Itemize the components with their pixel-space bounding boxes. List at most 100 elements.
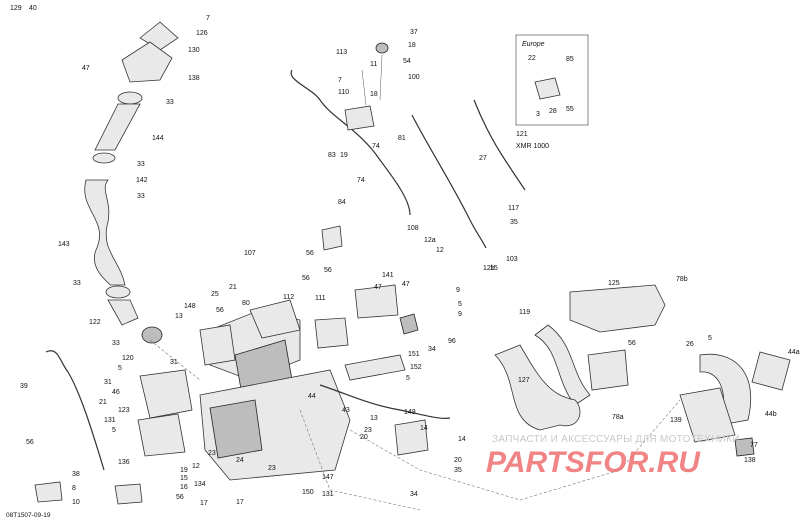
callout-label: 143 — [58, 241, 70, 248]
callout-label: 148 — [184, 303, 196, 310]
cable-rod-part — [361, 69, 367, 106]
left-brackets — [34, 350, 193, 505]
callout-label: 19 — [340, 152, 348, 159]
callout-label: 121 — [516, 131, 528, 138]
callout-label: 110 — [338, 89, 349, 96]
callout-label: 31 — [104, 379, 112, 386]
intake-adapter-part — [141, 326, 163, 344]
callout-label: 33 — [112, 340, 120, 347]
drawing-id: 08T1507-09-19 — [6, 512, 51, 519]
air-intake-assembly — [84, 21, 179, 344]
cable-bracket-part — [344, 105, 375, 131]
callout-label: 56 — [302, 275, 310, 282]
dashed-line-center — [299, 409, 421, 511]
callout-label: 39 — [20, 383, 28, 390]
callout-label: 11 — [370, 61, 377, 68]
callout-label: 5 — [708, 335, 712, 342]
callout-label: 18 — [408, 42, 416, 49]
callout-label: 23 — [208, 450, 216, 457]
callout-label: 9 — [458, 311, 462, 318]
exhaust-pipe-lower-part — [494, 344, 581, 431]
callout-label: 23 — [364, 427, 372, 434]
callout-label: 85 — [566, 56, 574, 63]
intake-elbow-part — [107, 299, 139, 326]
callout-label: 14 — [420, 425, 428, 432]
callout-label: 28 — [549, 108, 557, 115]
callout-label: 47 — [82, 65, 90, 72]
callout-label: 117 — [508, 205, 519, 212]
callout-labels: 7126130471383314433142331433312233120133… — [10, 5, 800, 507]
intake-clamp-part — [92, 152, 116, 164]
callout-label: 83 — [328, 152, 336, 159]
watermark-logo: PARTSFOR.RU — [486, 446, 701, 479]
throttle-cable-part — [290, 69, 411, 216]
callout-label: 56 — [306, 250, 314, 257]
callout-label: 141 — [382, 272, 394, 279]
callout-label: 33 — [166, 99, 174, 106]
callout-label: 131 — [322, 491, 334, 498]
callout-label: 17 — [236, 499, 244, 506]
callout-label: 119 — [519, 309, 530, 316]
callout-label: 130 — [188, 47, 200, 54]
callout-label: 12b — [483, 265, 495, 272]
callout-label: 113 — [336, 49, 347, 56]
callout-label: 40 — [29, 5, 37, 12]
callout-label: 43 — [342, 407, 350, 414]
exhaust-gasket-part — [734, 437, 755, 457]
callout-label: 35 — [510, 219, 518, 226]
callout-label: 44a — [788, 349, 800, 356]
sensor-part — [399, 313, 419, 335]
intake-housing-part — [121, 41, 173, 83]
callout-label: 44 — [308, 393, 316, 400]
rear-mount-bracket-part — [354, 284, 399, 319]
callout-label: 151 — [408, 351, 420, 358]
callout-label: 108 — [407, 225, 419, 232]
coolant-bracket-part — [314, 317, 349, 349]
callout-label: 5 — [118, 365, 122, 372]
callout-label: 103 — [506, 256, 518, 263]
support-bracket-part — [344, 354, 406, 381]
callout-label: 81 — [398, 135, 406, 142]
callout-label: 77 — [750, 442, 758, 449]
xmr-note: XMR 1000 — [516, 143, 549, 150]
callout-label: 8 — [72, 485, 76, 492]
exhaust-pipe-upper-part — [534, 324, 591, 406]
callout-label: 144 — [152, 135, 164, 142]
heat-shield-part — [569, 284, 666, 333]
engine-assembly — [199, 299, 351, 481]
exhaust-assembly — [494, 284, 791, 457]
starter-motor-part — [199, 324, 236, 366]
callout-label: 74 — [372, 143, 380, 150]
callout-label: 34 — [410, 491, 418, 498]
callout-label: 20 — [454, 457, 462, 464]
callout-label: 23 — [268, 465, 276, 472]
callout-label: 12 — [192, 463, 200, 470]
callout-label: 16 — [180, 484, 188, 491]
fuel-line-part — [319, 384, 451, 419]
actuator-part — [321, 225, 343, 251]
cable-knob-part — [375, 42, 389, 54]
callout-label: 14 — [458, 436, 466, 443]
callout-label: 107 — [244, 250, 256, 257]
intake-bellows-part — [84, 179, 126, 286]
callout-label: 149 — [404, 409, 416, 416]
oil-dipstick-part — [473, 99, 526, 191]
callout-label: 13 — [370, 415, 378, 422]
callout-label: 10 — [72, 499, 80, 506]
callout-label: 5 — [406, 375, 410, 382]
callout-label: 47 — [402, 281, 410, 288]
callout-label: 31 — [170, 359, 178, 366]
inset-title: Europe — [522, 41, 545, 48]
cable-rod-right — [379, 54, 383, 101]
callout-label: 21 — [99, 399, 107, 406]
callout-label: 78b — [676, 276, 688, 283]
callout-label: 37 — [410, 29, 418, 36]
callout-label: 38 — [72, 471, 80, 478]
callout-label: 19 — [180, 467, 188, 474]
intake-tube-upper-part — [94, 103, 141, 151]
callout-label: 120 — [122, 355, 134, 362]
callout-label: 150 — [302, 489, 314, 496]
mount-plate-center — [114, 483, 143, 505]
callout-label: 80 — [242, 300, 250, 307]
callout-label: 5 — [458, 301, 462, 308]
